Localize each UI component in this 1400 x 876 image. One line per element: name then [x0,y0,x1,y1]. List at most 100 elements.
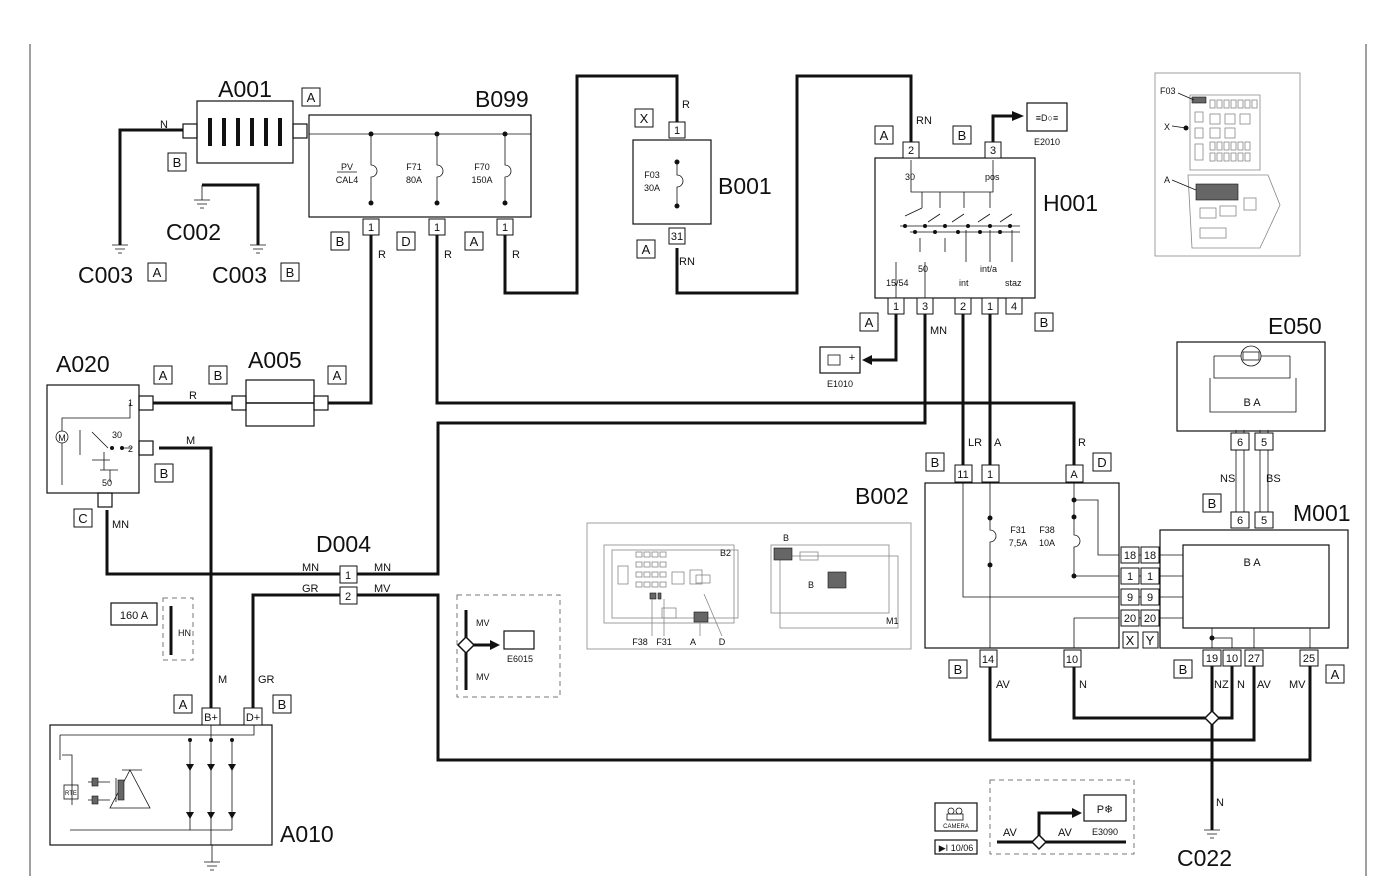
component-m001[interactable]: B A M001 [1159,500,1351,649]
ground-c003a-icon [112,244,128,254]
svg-text:6: 6 [1237,437,1243,449]
svg-text:X: X [1126,633,1135,648]
svg-text:A: A [179,697,188,712]
label-e3090: E3090 [1092,827,1118,837]
wire-e050-m001 [1235,430,1269,512]
svg-text:Y: Y [1146,633,1155,648]
wire-label-n-c022: N [1216,797,1224,809]
tag-a020-a: A [153,365,173,385]
wire-b001-h001 [675,74,913,295]
ground-a010-icon [204,845,220,871]
tag-b002-x: X [1122,631,1139,649]
component-e6015[interactable]: MV MV E6015 [456,594,561,698]
wire-b099-b002d [435,235,1076,465]
component-e050[interactable]: B A E050 [1176,313,1326,432]
svg-text:F31: F31 [656,637,672,647]
component-d004[interactable]: 1 2 D004 [316,531,371,605]
wire-label-r-2: R [444,249,452,261]
tag-a010-a: A [173,694,193,714]
svg-text:B: B [1179,662,1188,677]
svg-text:X: X [1164,122,1170,132]
fuse-f03-icon [676,162,684,206]
svg-text:F70: F70 [474,162,490,172]
label-e6015: E6015 [507,654,533,664]
component-h001[interactable]: 30 pos 15/54 50 int int/a staz H001 [874,157,1098,299]
wire-h001-e1010 [870,314,898,362]
tag-a020-c: C [73,508,93,528]
tag-a005-b: B [208,365,228,385]
wire-label-m-a010: M [218,674,227,686]
wire-a001-c003a [118,128,183,245]
component-b099[interactable]: PV CAL4 F71 80A F70 150A B099 [308,86,532,218]
component-a005[interactable]: A005 [231,347,329,427]
camera-icon [947,807,955,815]
heater-icon [503,630,535,650]
splice-icon [456,635,476,655]
component-a010[interactable]: RTE A010 [49,724,334,847]
svg-text:2: 2 [345,591,351,603]
svg-text:10A: 10A [1039,538,1055,548]
tag-a020-b: B [154,463,174,483]
wire-label-r-1: R [378,249,386,261]
svg-text:A: A [642,242,651,257]
wire-label-rn-h001: RN [916,115,932,127]
ignition-switch-contacts-icon [904,207,1013,223]
svg-text:25: 25 [1303,653,1315,665]
tag-a001-a: A [301,87,321,107]
svg-text:int/a: int/a [980,264,997,274]
component-e3090[interactable]: P❄ E3090 AV AV [989,779,1135,855]
tag-c003-a: A [147,262,167,282]
svg-text:4: 4 [1011,301,1017,313]
svg-text:5: 5 [1261,515,1267,527]
tag-a005-a: A [327,365,347,385]
tag-h001-a-bottom: A [859,312,879,332]
svg-text:20: 20 [1124,613,1136,625]
svg-text:B: B [1208,496,1217,511]
wire-label-gr-d004: GR [302,583,319,595]
wire-label-bs: BS [1266,473,1281,485]
wire-label-a: A [994,437,1002,449]
fuse-f71-icon [436,134,444,203]
links-b002-m001 [1139,554,1160,619]
wire-label-mv-d004: MV [374,583,391,595]
wire-b099-a005 [328,235,373,405]
svg-text:A: A [1331,667,1340,682]
component-b001[interactable]: F03 30A B001 [632,139,772,225]
ground-c002-icon [194,185,210,209]
wire-h001-e2010 [991,114,1012,142]
svg-text:CAL4: CAL4 [336,175,359,185]
camera-reference[interactable]: CAMERA ▶I 10/06 [934,802,978,855]
component-e2010[interactable]: ≡D○≡ E2010 [1026,102,1068,147]
svg-text:A: A [690,637,696,647]
tag-h001-b-bottom: B [1034,312,1054,332]
svg-text:1: 1 [345,570,351,582]
fuse-160a-block: 160 A HN [110,597,194,661]
svg-text:D: D [401,234,410,249]
component-a020[interactable]: M 1 30 2 50 A020 [46,351,154,508]
svg-text:2: 2 [128,444,133,454]
svg-text:MV: MV [476,672,490,682]
wire-label-rn-b001: RN [679,256,695,268]
location-diagram-f03: F03 X A [1154,72,1301,257]
wire-b002-splice-n [1072,665,1212,720]
svg-text:14: 14 [982,654,994,666]
pins-a010: B+ D+ [201,707,263,726]
wire-label-nz: NZ [1214,679,1229,691]
label-e2010: E2010 [1034,137,1060,147]
splice-c022-icon [1203,709,1221,727]
tag-h001-a: A [874,125,894,145]
label-a001: A001 [218,76,272,102]
component-b002[interactable]: F31 7,5A F38 10A B002 [855,482,1120,649]
ground-c022-icon [1204,829,1220,839]
svg-text:+: + [849,352,855,364]
svg-text:30: 30 [905,172,915,182]
pins-b001: 1 31 [668,121,686,245]
svg-text:X: X [640,111,649,126]
svg-text:3: 3 [922,301,928,313]
label-a020: A020 [56,351,110,377]
component-a001[interactable]: A001 [182,76,308,164]
wire-label-mv-m001: MV [1289,679,1306,691]
component-e1010[interactable]: + E1010 [819,346,861,389]
wire-label-gr-a010: GR [258,674,275,686]
